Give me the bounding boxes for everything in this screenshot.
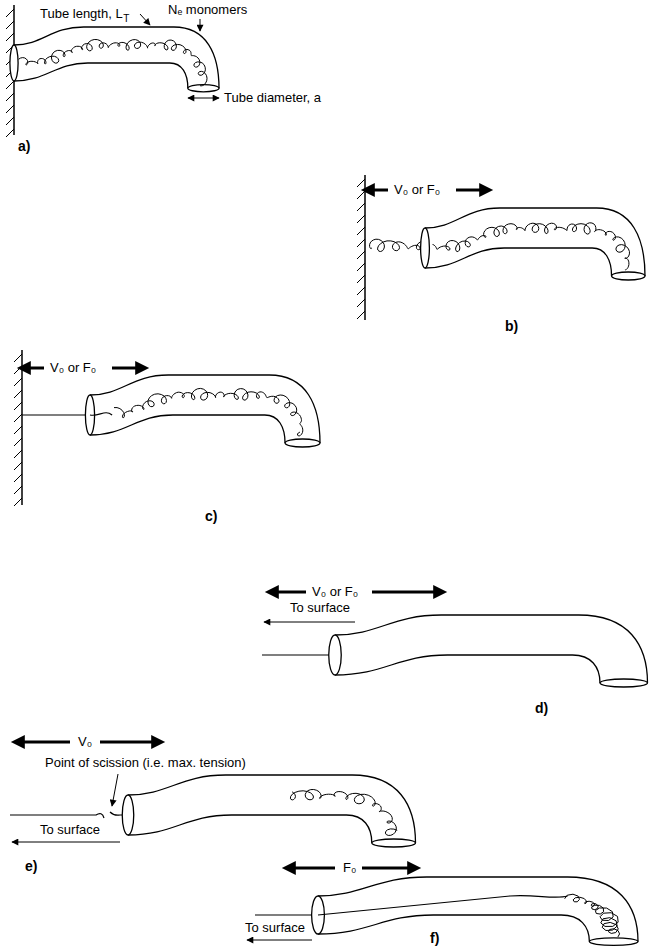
force-arrow (372, 189, 388, 192)
wall-hatch (14, 486, 22, 494)
wall-line (21, 350, 23, 505)
wall-hatch (357, 263, 365, 271)
wall-hatch (14, 462, 22, 470)
wall-hatch (357, 287, 365, 295)
tube-outline (329, 615, 648, 687)
wall-hatch (357, 179, 365, 187)
force-arrow (456, 189, 482, 192)
force-label: V₀ or F₀ (50, 360, 96, 376)
panel-letter: c) (205, 508, 217, 524)
wall-hatch (14, 450, 22, 458)
wall-hatch (6, 21, 14, 29)
wall-hatch (14, 366, 22, 374)
force-label: V₀ or F₀ (394, 182, 440, 198)
force-arrow (293, 867, 335, 870)
wall-hatch (6, 33, 14, 41)
wall-hatch (14, 378, 22, 386)
annotation-label: Nₑ monomers (168, 2, 247, 18)
polymer-coil (290, 790, 397, 836)
direction-arrow (12, 842, 120, 843)
wall-hatch (357, 191, 365, 199)
stretched-chain (22, 414, 92, 415)
annotation-label: To surface (245, 920, 305, 936)
panel-letter: b) (505, 318, 518, 334)
annotation-label: To surface (290, 600, 350, 616)
annotation-label: Tube diameter, a (224, 90, 321, 106)
force-arrow (112, 367, 138, 370)
wall-hatch (357, 239, 365, 247)
wall-line (364, 175, 366, 320)
tube (122, 775, 415, 847)
panel-letter: a) (18, 138, 30, 154)
wall-hatch (357, 215, 365, 223)
wall-hatch (14, 498, 22, 506)
wall-hatch (6, 117, 14, 125)
tube (329, 615, 648, 687)
polymer-coil (370, 239, 427, 251)
wall-hatch (6, 105, 14, 113)
annotation-label: Tube length, L (40, 6, 123, 22)
force-arrow (276, 591, 306, 594)
annotation-label: Point of scission (i.e. max. tension) (45, 755, 246, 771)
panel-letter: d) (535, 700, 548, 716)
tube (312, 877, 638, 945)
force-arrow (372, 591, 436, 594)
wall-hatch (357, 311, 365, 319)
wall-hatch (357, 251, 365, 259)
wall-hatch (357, 203, 365, 211)
wall-hatch (14, 426, 22, 434)
polymer-coil (114, 388, 303, 436)
panel-letter: f) (430, 930, 439, 946)
dimension-arrow (203, 98, 219, 99)
force-label: F₀ (343, 860, 356, 876)
wall (6, 5, 365, 506)
leader-arrow (200, 19, 201, 31)
wall-hatch (357, 227, 365, 235)
force-arrow (22, 741, 70, 744)
polymer-coil (433, 223, 630, 270)
wall-hatch (6, 93, 14, 101)
stretched-chain (255, 914, 320, 915)
tube-outline (421, 208, 645, 280)
wall-hatch (357, 299, 365, 307)
direction-arrow (247, 940, 312, 941)
free-chain (370, 239, 427, 251)
tube-outline (312, 877, 638, 945)
wall-hatch (6, 9, 14, 17)
force-label: V₀ or F₀ (312, 584, 358, 600)
direction-arrow (264, 622, 355, 623)
wall-hatch (357, 275, 365, 283)
force-arrow (28, 367, 44, 370)
polymer-coil (565, 894, 620, 937)
force-label: V₀ (78, 734, 92, 750)
leader-arrow (140, 14, 150, 25)
chain-segment (90, 413, 112, 416)
dimension-arrow (188, 98, 203, 99)
stretched-chain (262, 654, 337, 655)
tube (10, 27, 219, 92)
force-arrow (362, 867, 410, 870)
wall-hatch (6, 81, 14, 89)
wall-hatch (14, 390, 22, 398)
tube-outline (122, 775, 415, 847)
subscript: T (123, 13, 129, 25)
force-arrow (100, 741, 154, 744)
chain-segment (318, 896, 568, 915)
wall-hatch (14, 438, 22, 446)
wall-hatch (14, 474, 22, 482)
wall-hatch (14, 414, 22, 422)
tube (85, 375, 320, 447)
polymer-coil (19, 40, 207, 86)
tube-outline (10, 27, 219, 92)
annotation-label: To surface (40, 822, 100, 838)
tube-outline (85, 375, 320, 447)
panel-letter: e) (25, 858, 37, 874)
broken-chain (10, 814, 104, 818)
leader-arrow (112, 774, 118, 806)
wall-hatch (6, 129, 14, 137)
wall-hatch (14, 354, 22, 362)
tube (421, 208, 645, 280)
wall-hatch (14, 402, 22, 410)
